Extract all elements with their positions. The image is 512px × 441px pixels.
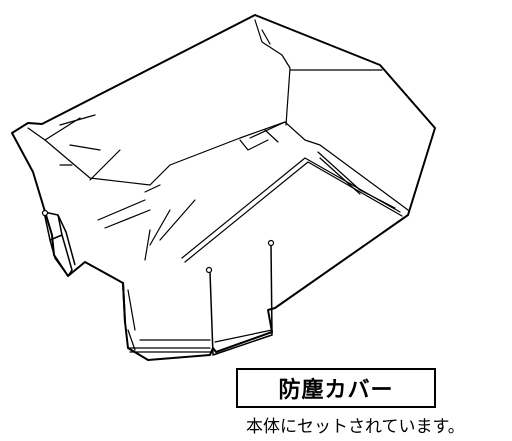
callout-label-box: 防塵カバー — [236, 368, 436, 408]
caption-text: 本体にセットされています。 — [246, 417, 465, 437]
front-tab-eyelet-left — [205, 266, 213, 274]
front-tab-eyelet-right — [267, 239, 275, 247]
cover-front-edge — [122, 282, 126, 323]
cover-outline — [11, 14, 436, 361]
cover-inner-rim — [27, 121, 409, 211]
front-tab — [209, 244, 273, 356]
cover-floor — [181, 157, 401, 259]
callout-label-text: 防塵カバー — [278, 378, 394, 403]
left-flap-eyelet — [41, 209, 49, 217]
left-flap — [43, 211, 73, 277]
